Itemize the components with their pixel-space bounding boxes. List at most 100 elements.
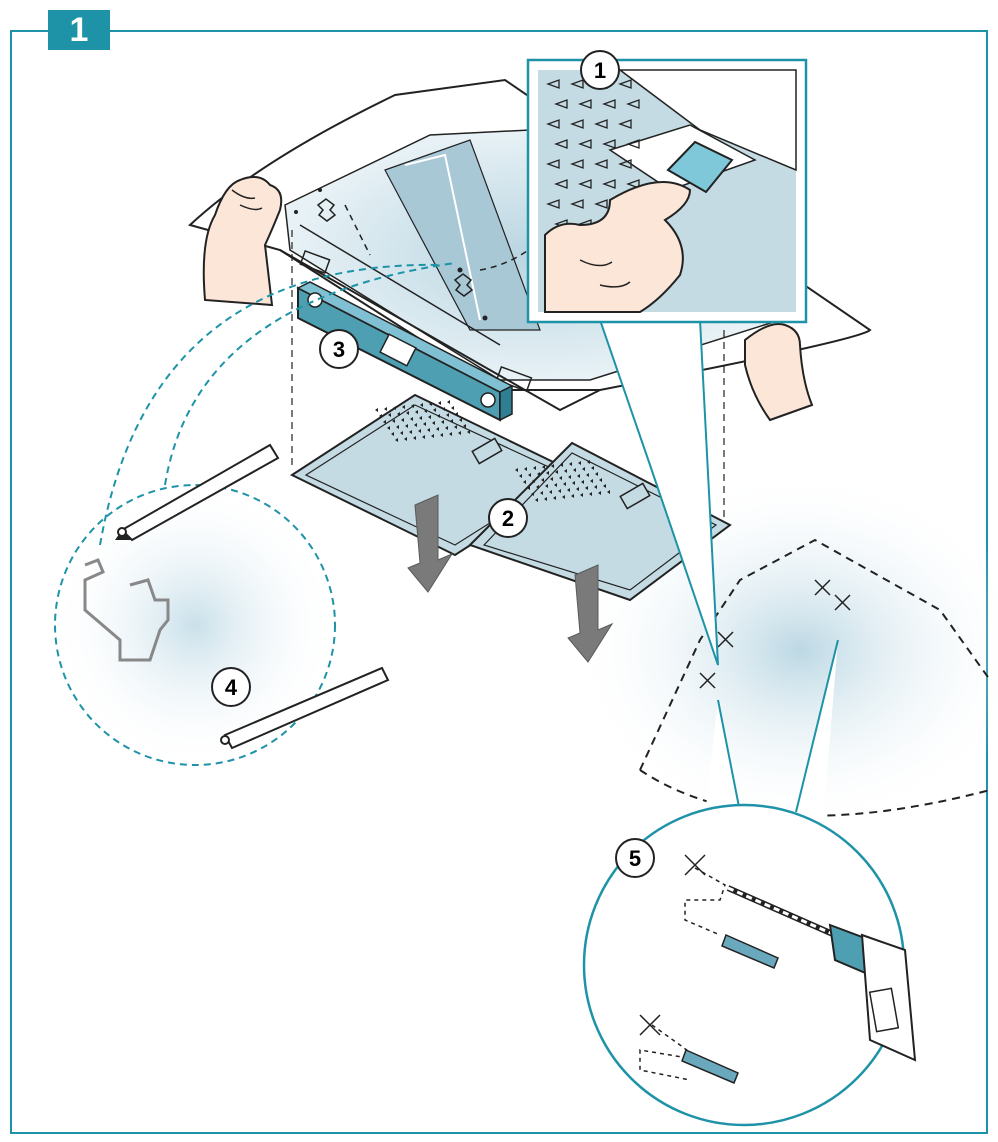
perforation-mark <box>560 463 563 467</box>
perforation-mark <box>463 424 466 428</box>
perforation-mark <box>422 435 425 439</box>
perforation-mark <box>549 490 552 494</box>
perforation-mark <box>424 409 427 413</box>
perforation-mark <box>383 420 386 424</box>
perforation-mark <box>410 417 413 421</box>
perforation-mark <box>535 498 538 502</box>
perforation-mark <box>551 464 554 468</box>
filter-perforation <box>375 400 610 502</box>
perforation-mark <box>384 407 387 411</box>
perforation-mark <box>450 419 453 423</box>
perforation-mark <box>433 408 436 412</box>
perforation-mark <box>392 419 395 423</box>
perforation-mark <box>396 425 399 429</box>
perforation-mark <box>573 468 576 472</box>
perforation-mark <box>437 414 440 418</box>
perforation-mark <box>432 421 435 425</box>
perforation-mark <box>607 490 610 494</box>
callout-5: 5 <box>615 838 655 878</box>
perforation-mark <box>402 405 405 409</box>
perforation-mark <box>576 487 579 491</box>
perforation-mark <box>413 436 416 440</box>
vent-triangle <box>546 119 560 129</box>
perforation-mark <box>536 485 539 489</box>
perforation-mark <box>581 480 584 484</box>
vent-triangle <box>626 139 640 149</box>
perforation-mark <box>397 412 400 416</box>
vent-triangle <box>594 159 608 169</box>
perforation-mark <box>554 483 557 487</box>
callout-4-label: 4 <box>225 675 238 700</box>
perforation-mark <box>388 413 391 417</box>
perforation-mark <box>438 401 441 405</box>
vent-triangle <box>570 119 584 129</box>
perforation-mark <box>528 473 531 477</box>
perforation-mark <box>442 407 445 411</box>
vent-triangle <box>570 199 584 209</box>
perforation-mark <box>545 484 548 488</box>
left-hand-icon <box>202 175 283 307</box>
perforation-mark <box>409 430 412 434</box>
perforation-mark <box>580 493 583 497</box>
vent-triangle <box>554 139 568 149</box>
perforation-mark <box>572 481 575 485</box>
perforation-mark <box>458 431 461 435</box>
perforation-mark <box>558 489 561 493</box>
alignment-guides <box>291 230 725 520</box>
mounting-bracket <box>296 281 514 422</box>
vent-triangle <box>618 79 632 89</box>
perforation-mark <box>567 488 570 492</box>
perforation-mark <box>587 460 590 464</box>
perforation-mark <box>428 415 431 419</box>
perforation-mark <box>582 467 585 471</box>
perforation-mark <box>419 416 422 420</box>
perforation-mark <box>391 432 394 436</box>
drill-icon <box>726 885 917 1062</box>
perforation-mark <box>564 469 567 473</box>
perforation-mark <box>537 472 540 476</box>
perforation-mark <box>423 422 426 426</box>
perforation-mark <box>531 492 534 496</box>
perforation-mark <box>406 411 409 415</box>
perforation-mark <box>418 429 421 433</box>
perforation-mark <box>449 432 452 436</box>
perforation-mark <box>405 424 408 428</box>
perforation-mark <box>401 418 404 422</box>
perforation-mark <box>429 402 432 406</box>
pencil-icon <box>115 443 390 750</box>
vent-triangle <box>602 179 616 189</box>
arrow-down-icon <box>407 494 614 663</box>
perforation-mark <box>393 406 396 410</box>
vent-triangle <box>594 119 608 129</box>
perforation-mark <box>440 433 443 437</box>
perforation-mark <box>519 474 522 478</box>
perforation-mark <box>441 420 444 424</box>
perforation-mark <box>591 466 594 470</box>
perforation-mark <box>446 413 449 417</box>
vent-triangle <box>626 179 640 189</box>
vent-triangle <box>578 139 592 149</box>
callout-5-label: 5 <box>629 846 641 871</box>
perforation-mark <box>569 462 572 466</box>
perforation-mark <box>598 491 601 495</box>
drill-mark-icon <box>699 579 851 689</box>
perforation-mark <box>568 475 571 479</box>
perforation-mark <box>544 497 547 501</box>
perforation-mark <box>455 412 458 416</box>
vent-triangle <box>578 99 592 109</box>
perforation-mark <box>395 438 398 442</box>
callout-2-label: 2 <box>502 506 514 531</box>
callout-2: 2 <box>488 498 528 538</box>
perforation-mark <box>553 496 556 500</box>
perforation-mark <box>595 472 598 476</box>
vent-triangle <box>626 99 640 109</box>
perforation-mark <box>400 431 403 435</box>
perforation-mark <box>599 478 602 482</box>
perforation-mark <box>589 492 592 496</box>
perforation-mark <box>379 414 382 418</box>
vent-triangle <box>570 159 584 169</box>
perforation-mark <box>459 418 462 422</box>
perforation-mark <box>451 406 454 410</box>
